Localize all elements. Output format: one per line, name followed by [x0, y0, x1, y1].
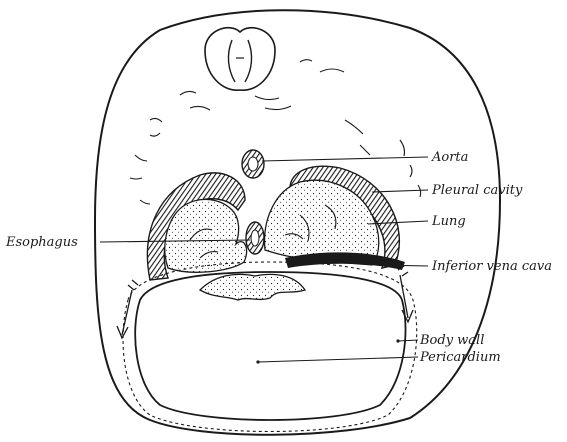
aorta-shape — [241, 149, 265, 179]
label-esophagus: Esophagus — [5, 235, 78, 250]
arrow-left — [116, 279, 139, 340]
mediastinum — [198, 273, 307, 301]
pericardium-outer — [134, 271, 407, 421]
spinal-cord — [204, 26, 276, 91]
inferior-vena-cava-band — [285, 252, 405, 270]
label-body-wall: Body wall — [419, 333, 484, 348]
label-pericardium: Pericardium — [419, 350, 501, 365]
body-outline — [93, 9, 502, 436]
tissue-marks — [129, 59, 422, 205]
arrow-right — [397, 265, 414, 324]
label-pleural-cavity: Pleural cavity — [431, 183, 523, 198]
label-lung: Lung — [431, 214, 466, 229]
left-lung — [164, 198, 248, 273]
leader-lines — [99, 156, 429, 363]
label-inferior-vena-cava: Inferior vena cava — [431, 259, 552, 274]
label-aorta: Aorta — [431, 150, 468, 165]
body-wall-line — [122, 261, 418, 433]
esophagus-shape — [245, 221, 265, 255]
